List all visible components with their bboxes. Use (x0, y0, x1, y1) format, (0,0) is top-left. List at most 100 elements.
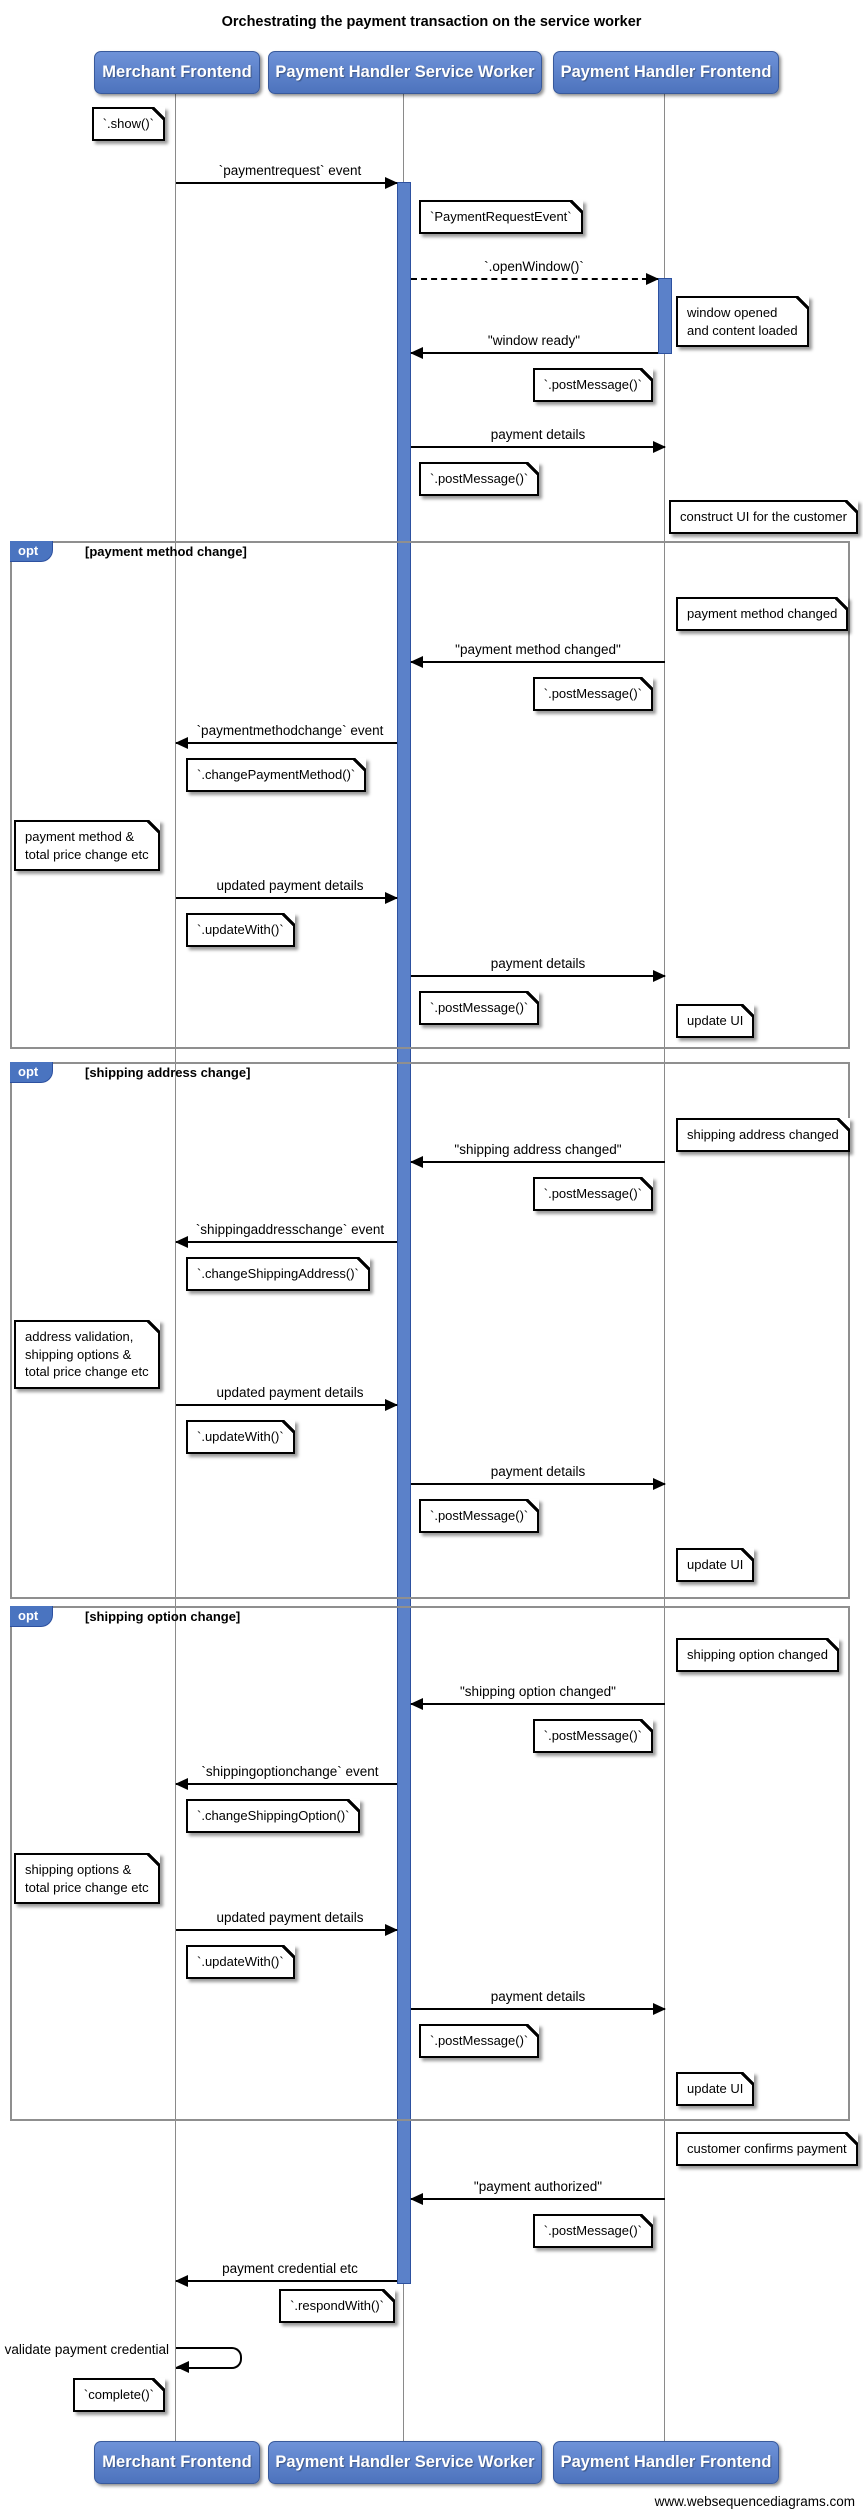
guard-label: [payment method change] (85, 544, 247, 559)
arrowhead (385, 892, 398, 904)
message-label: updated payment details (216, 1385, 364, 1400)
guard-label: [shipping option change] (85, 1609, 241, 1624)
note-complete: `complete()` (72, 2378, 166, 2412)
arrowhead (410, 2193, 423, 2205)
activation-service-worker (397, 182, 411, 2284)
note-postmessage: `.postMessage()` (419, 1499, 540, 1533)
lifeline-merchant (175, 92, 176, 2441)
note-postmessage: `.postMessage()` (532, 1177, 654, 1211)
activation-frontend (658, 278, 672, 354)
arrowhead (410, 1156, 423, 1168)
arrowhead (646, 273, 659, 285)
note-changepaymentmethod: `.changePaymentMethod()` (186, 758, 367, 792)
arrowhead (385, 1399, 398, 1411)
note-update-ui: update UI (676, 2072, 755, 2106)
participant-merchant-top: Merchant Frontend (94, 51, 260, 94)
note-postmessage: `.postMessage()` (419, 462, 540, 496)
note-address-validation: address validation, shipping options & t… (14, 1320, 160, 1389)
opt-tag: opt (10, 1606, 54, 1627)
message-shipping-option-changed (410, 1698, 665, 1710)
opt-tag: opt (10, 541, 54, 562)
note-respondwith: `.respondWith()` (279, 2289, 395, 2323)
note-postmessage: `.postMessage()` (532, 2214, 654, 2248)
participant-service-worker-top: Payment Handler Service Worker (268, 51, 542, 94)
message-payment-details (411, 970, 666, 982)
arrowhead (175, 2275, 188, 2287)
arrowhead (410, 656, 423, 668)
message-open-window (411, 273, 659, 285)
message-updated-payment-details (176, 1924, 398, 1936)
note-payment-method-changed: payment method changed (676, 597, 849, 631)
note-customer-confirms: customer confirms payment (676, 2132, 858, 2166)
arrowhead (175, 1236, 188, 1248)
participant-service-worker-bottom: Payment Handler Service Worker (268, 2441, 542, 2484)
note-postmessage: `.postMessage()` (532, 677, 654, 711)
lifeline-frontend (664, 92, 665, 2441)
message-label: payment details (490, 956, 586, 971)
note-shipping-options-totals: shipping options & total price change et… (14, 1853, 160, 1905)
note-shipping-address-changed: shipping address changed (676, 1118, 850, 1152)
note-window-opened: window opened and content loaded (676, 296, 809, 348)
participant-frontend-top: Payment Handler Frontend (553, 51, 779, 94)
message-label: payment details (490, 427, 586, 442)
note-shipping-option-changed: shipping option changed (676, 1638, 839, 1672)
note-updatewith: `.updateWith()` (186, 1945, 295, 1979)
message-payment-details (411, 1478, 666, 1490)
opt-fragment-shipping-option (10, 1606, 850, 2121)
note-update-ui: update UI (676, 1004, 755, 1038)
arrowhead (653, 1478, 666, 1490)
message-label: payment details (490, 1989, 586, 2004)
note-updatewith: `.updateWith()` (186, 1420, 295, 1454)
note-postmessage: `.postMessage()` (532, 1719, 654, 1753)
message-label: `shippingaddresschange` event (195, 1222, 385, 1237)
note-update-ui: update UI (676, 1548, 755, 1582)
note-payment-method-totals: payment method & total price change etc (14, 820, 160, 872)
participant-merchant-bottom: Merchant Frontend (94, 2441, 260, 2484)
message-label: payment credential etc (222, 2261, 358, 2276)
message-payment-method-changed (410, 656, 665, 668)
participant-frontend-bottom: Payment Handler Frontend (553, 2441, 779, 2484)
note-postmessage: `.postMessage()` (419, 991, 540, 1025)
arrowhead (653, 970, 666, 982)
note-show: `.show()` (91, 107, 166, 141)
message-label: `.openWindow()` (484, 259, 584, 274)
message-payment-authorized (410, 2193, 665, 2205)
note-postmessage: `.postMessage()` (419, 2024, 540, 2058)
message-label: payment details (490, 1464, 586, 1479)
opt-fragment-payment-method (10, 541, 850, 1049)
message-paymentmethodchange (175, 737, 397, 749)
message-label: `shippingoptionchange` event (201, 1764, 379, 1779)
note-changeshippingoption: `.changeShippingOption()` (186, 1799, 361, 1833)
message-label: updated payment details (216, 1910, 364, 1925)
note-postmessage: `.postMessage()` (532, 368, 654, 402)
message-shippingaddresschange (175, 1236, 397, 1248)
message-paymentrequest (176, 177, 398, 189)
message-payment-details (411, 441, 666, 453)
message-label: "payment method changed" (455, 642, 621, 657)
arrowhead (175, 737, 188, 749)
message-shipping-address-changed (410, 1156, 665, 1168)
arrowhead (176, 2361, 189, 2373)
message-window-ready (410, 347, 658, 359)
message-label: `paymentrequest` event (218, 163, 362, 178)
note-construct-ui: construct UI for the customer (669, 500, 858, 534)
message-updated-payment-details (176, 892, 398, 904)
message-validate-credential-loop (176, 2347, 242, 2369)
message-label: validate payment credential (4, 2342, 169, 2357)
message-label: "payment authorized" (473, 2179, 603, 2194)
message-label: "shipping option changed" (460, 1684, 616, 1699)
message-shippingoptionchange (175, 1778, 397, 1790)
message-payment-credential (175, 2275, 397, 2287)
arrowhead (653, 2003, 666, 2015)
arrowhead (385, 177, 398, 189)
arrowhead (410, 347, 423, 359)
arrowhead (410, 1698, 423, 1710)
note-changeshippingaddress: `.changeShippingAddress()` (186, 1257, 370, 1291)
arrowhead (653, 441, 666, 453)
watermark-credit: www.websequencediagrams.com (654, 2494, 855, 2509)
guard-label: [shipping address change] (85, 1065, 251, 1080)
note-updatewith: `.updateWith()` (186, 913, 295, 947)
message-updated-payment-details (176, 1399, 398, 1411)
message-label: updated payment details (216, 878, 364, 893)
